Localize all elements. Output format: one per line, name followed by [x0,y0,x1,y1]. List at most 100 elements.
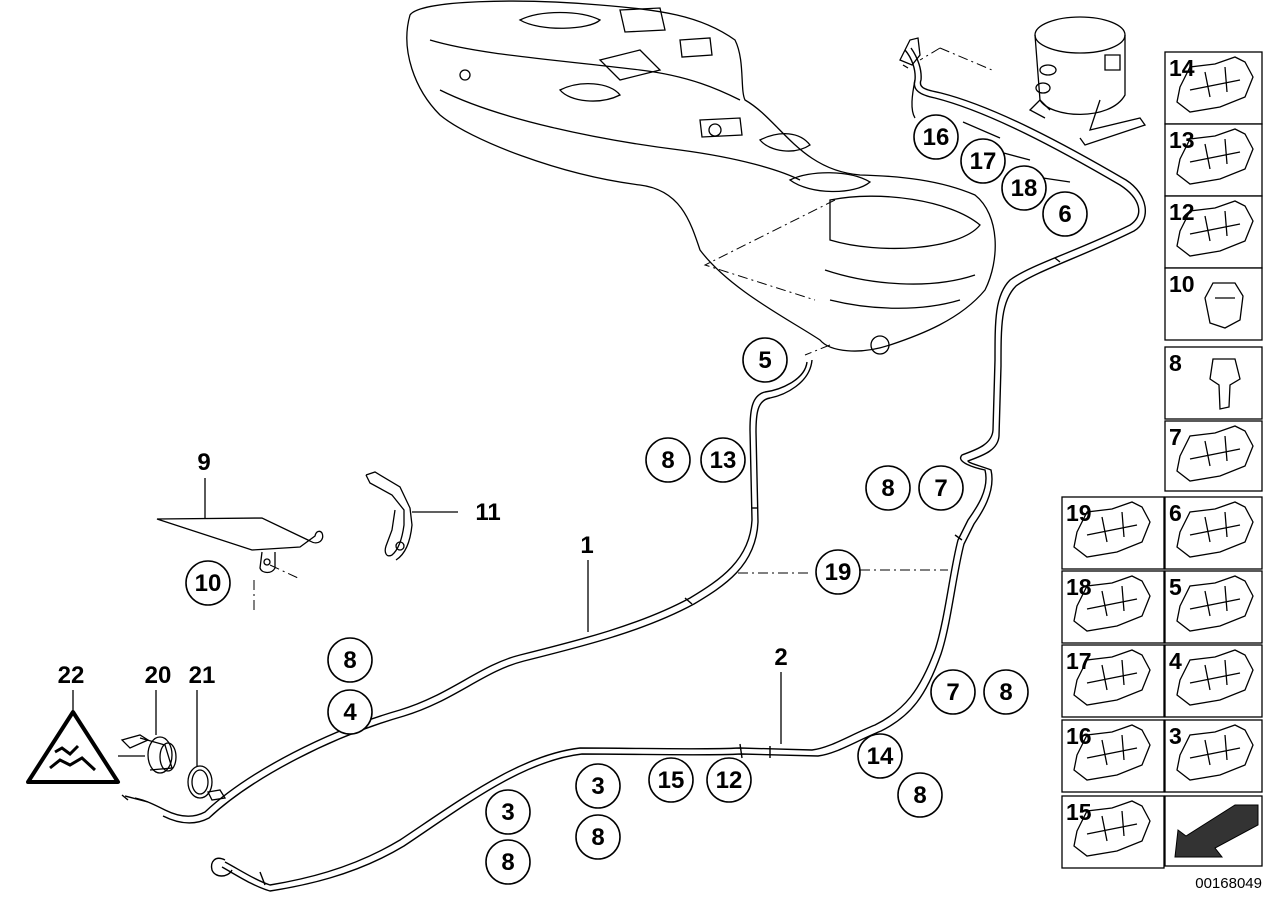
callout-circle [575,814,621,860]
part-icon [1176,649,1254,706]
part-box-12: 12 [1164,195,1263,269]
callout-number: 13 [710,447,737,474]
callout-number: 15 [658,767,685,794]
part-label-9: 9 [197,449,210,476]
callout-18: 18 [1001,165,1047,211]
callout-13: 13 [700,437,746,483]
part-box-5: 5 [1164,570,1263,644]
part-box-16: 16 [1061,719,1165,793]
part-box-18: 18 [1061,570,1165,644]
part-box-19: 19 [1061,496,1165,570]
callout-3: 3 [485,789,531,835]
callout-8: 8 [575,814,621,860]
part-box-14: 14 [1164,51,1263,125]
part-icon [1176,724,1254,781]
callout-circle [913,114,959,160]
callout-8: 8 [865,465,911,511]
callout-7: 7 [930,669,976,715]
part-box-17: 17 [1061,644,1165,718]
part-icon [1176,56,1254,113]
callout-number: 10 [195,570,222,597]
callout-number: 8 [999,679,1012,706]
callout-circle [706,757,752,803]
callout-circle [485,839,531,885]
fuel-tank-illustration [406,0,996,355]
part-icon [1073,724,1151,781]
part-icon [1073,501,1151,558]
callout-circle [742,337,788,383]
callout-5: 5 [742,337,788,383]
callout-number: 18 [1011,175,1038,202]
callout-14: 14 [857,733,903,779]
callout-number: 19 [825,559,852,586]
callout-number: 8 [591,824,604,851]
callout-number: 7 [946,679,959,706]
callout-circle [983,669,1029,715]
callout-number: 3 [501,799,514,826]
callout-number: 8 [661,447,674,474]
callout-16: 16 [913,114,959,160]
part-label-2: 2 [774,644,787,671]
document-number: 00168049 [1195,875,1262,892]
part-box-7: 7 [1164,420,1263,492]
callout-circle [857,733,903,779]
part-box-number: 12 [1169,199,1195,225]
part-box-number: 4 [1169,648,1182,674]
part-box-number: 16 [1066,723,1092,749]
callout-circle [327,689,373,735]
part-box-15: 15 [1061,795,1165,869]
bracket-11 [365,471,458,561]
callout-circle [700,437,746,483]
part-label-22: 22 [58,662,85,689]
part-icon [1176,425,1254,482]
fuel-lines [121,47,1147,892]
part-box-number: 17 [1066,648,1092,674]
part-icon [1073,575,1151,632]
part-box-number: 14 [1169,55,1195,81]
part-box-3: 3 [1164,719,1263,793]
part-icon [1176,575,1254,632]
part-icon [1209,358,1241,410]
callout-4: 4 [327,689,373,735]
filler-parts-20-21 [120,690,227,801]
part-box-number: 7 [1169,424,1182,450]
callout-circle [815,549,861,595]
callout-number: 5 [758,347,771,374]
leader-lines [204,121,1071,744]
part-icon [1176,501,1254,558]
part-box-number: 8 [1169,350,1182,376]
callout-10: 10 [185,560,231,606]
callout-number: 6 [1058,201,1071,228]
callout-8: 8 [485,839,531,885]
callout-number: 4 [343,699,357,726]
callout-number: 8 [881,475,894,502]
callout-7: 7 [918,465,964,511]
callout-number: 3 [591,773,604,800]
part-label-1: 1 [580,532,593,559]
callout-number: 12 [716,767,743,794]
callout-19: 19 [815,549,861,595]
callout-circle [897,772,943,818]
part-box-number: 3 [1169,723,1182,749]
part-box-number: 10 [1169,271,1195,297]
part-box-number: 5 [1169,574,1182,600]
dashed-guide-lines [253,47,993,610]
part-label-11: 11 [475,499,500,526]
part-label-21: 21 [189,662,216,689]
part-box-6: 6 [1164,496,1263,570]
callout-circle [1042,191,1088,237]
callout-number: 8 [501,849,514,876]
callout-circle [645,437,691,483]
callout-circle [648,757,694,803]
part-icon [1204,282,1244,329]
callout-circle [930,669,976,715]
warning-triangle-22 [26,690,145,784]
part-box-number: 13 [1169,127,1195,153]
callout-number: 7 [934,475,947,502]
callout-3: 3 [575,763,621,809]
callout-8: 8 [897,772,943,818]
